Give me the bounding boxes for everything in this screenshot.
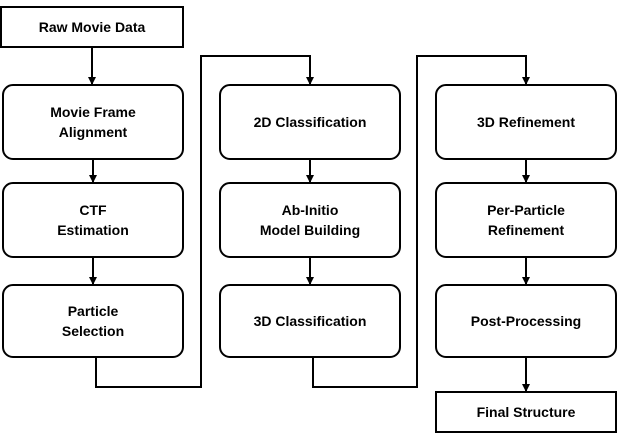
node-label-raw-0: Raw Movie Data [39, 19, 146, 35]
edges-layer [88, 47, 530, 392]
node-label-post-0: Post-Processing [471, 313, 581, 329]
node-class3d: 3D Classification [219, 284, 401, 358]
node-box-refine3d [435, 84, 617, 160]
node-box-perparticle [435, 182, 617, 258]
node-ctf: CTF Estimation [2, 182, 184, 258]
node-class2d: 2D Classification [219, 84, 401, 160]
node-label-select-0: Particle [68, 303, 119, 319]
node-label-align-0: Movie Frame [50, 104, 136, 120]
node-box-ctf [2, 182, 184, 258]
node-box-abinitio [219, 182, 401, 258]
node-label-perparticle-0: Per-Particle [487, 202, 565, 218]
node-label-align-1: Alignment [59, 124, 128, 140]
node-post: Post-Processing [435, 284, 617, 358]
node-label-abinitio-0: Ab-Initio [282, 202, 339, 218]
node-box-post [435, 284, 617, 358]
node-label-ctf-1: Estimation [57, 222, 129, 238]
node-label-refine3d-0: 3D Refinement [477, 114, 575, 130]
edge-class3d-to-refine3d [312, 55, 530, 388]
node-raw: Raw Movie Data [0, 6, 184, 48]
node-refine3d: 3D Refinement [435, 84, 617, 160]
node-label-class2d-0: 2D Classification [254, 114, 367, 130]
node-box-align [2, 84, 184, 160]
node-box-raw [0, 6, 184, 48]
node-box-class2d [219, 84, 401, 160]
node-final: Final Structure [435, 391, 617, 433]
edge-select-to-class2d [95, 55, 314, 388]
node-box-class3d [219, 284, 401, 358]
node-label-class3d-0: 3D Classification [254, 313, 367, 329]
node-box-select [2, 284, 184, 358]
node-label-ctf-0: CTF [79, 202, 107, 218]
node-label-select-1: Selection [62, 323, 124, 339]
node-box-final [435, 391, 617, 433]
node-label-perparticle-1: Refinement [488, 222, 565, 238]
node-label-final-0: Final Structure [477, 404, 576, 420]
node-label-abinitio-1: Model Building [260, 222, 360, 238]
